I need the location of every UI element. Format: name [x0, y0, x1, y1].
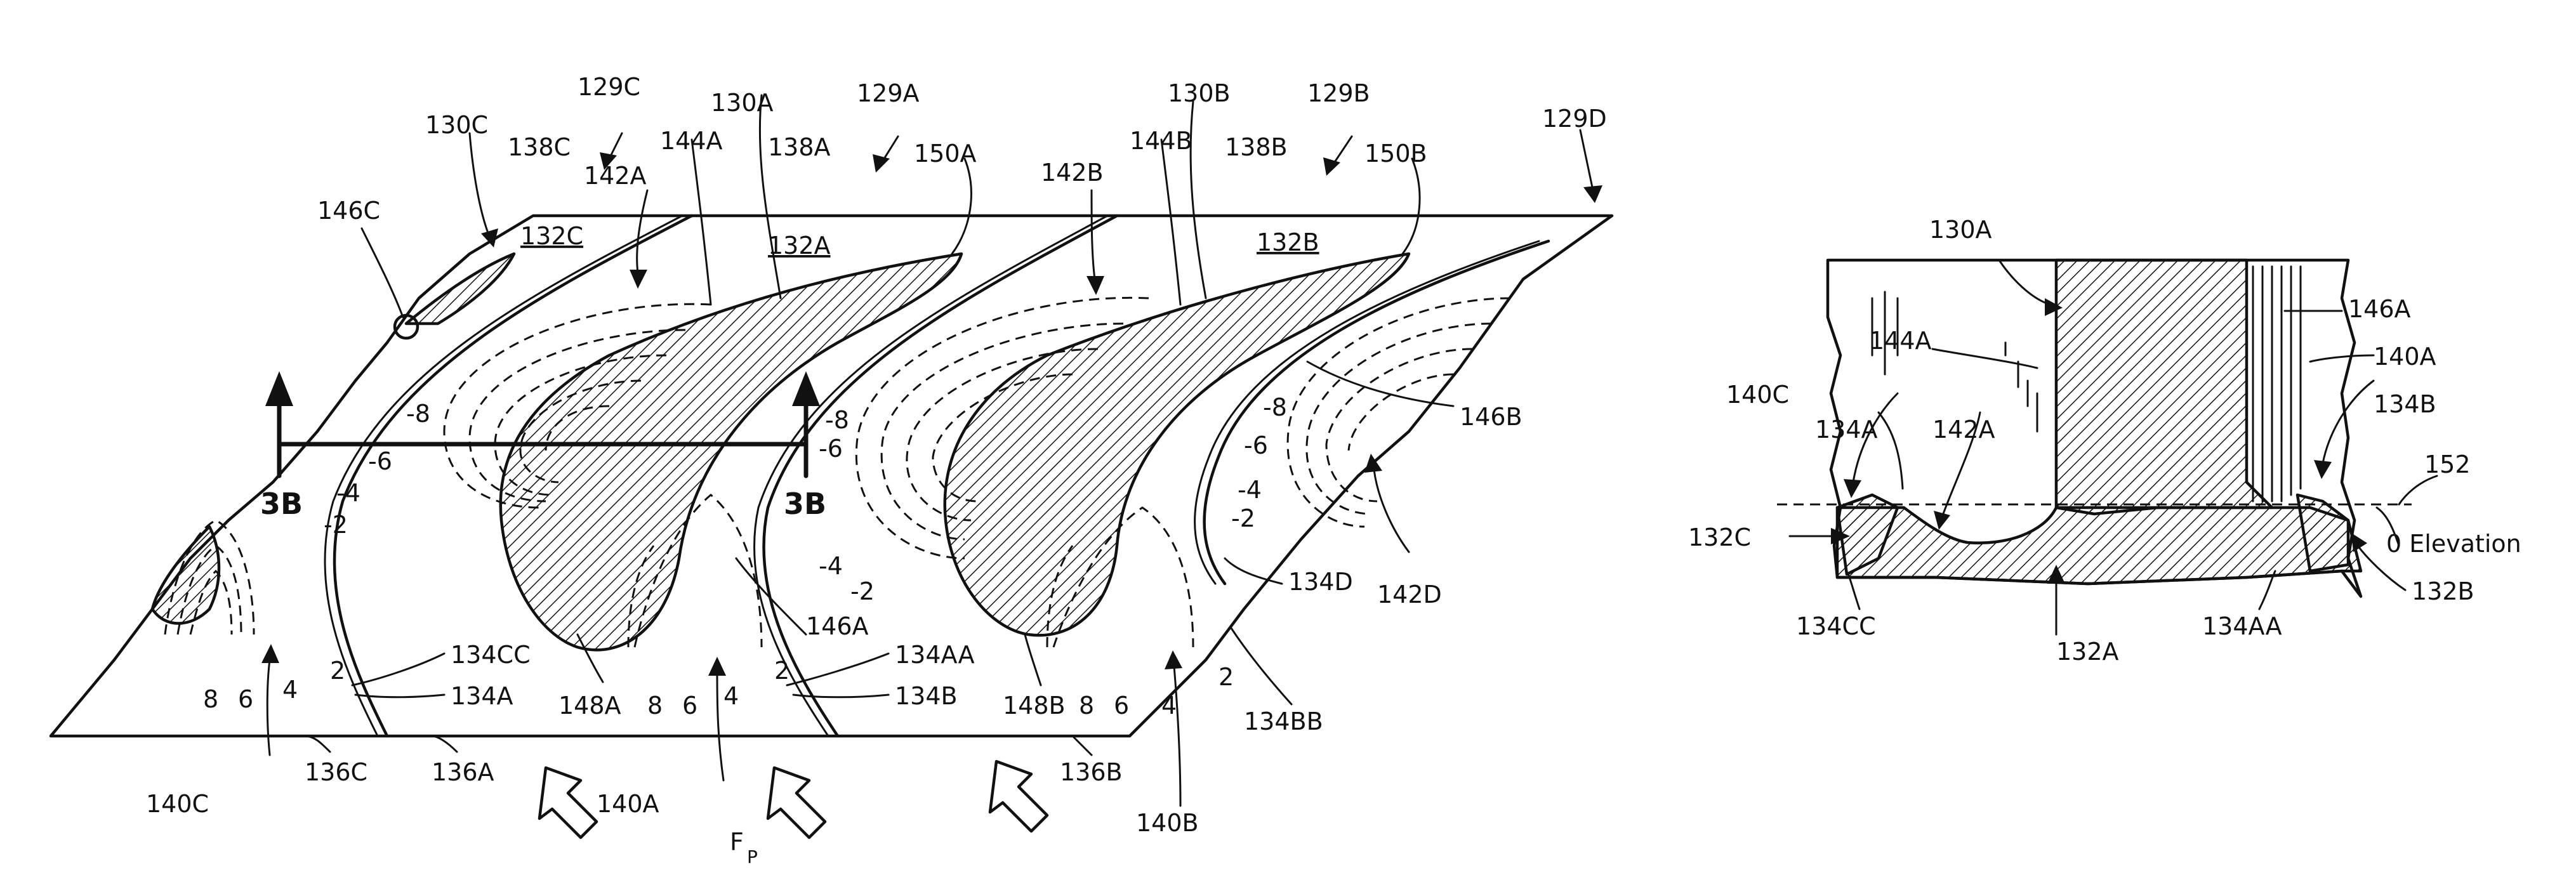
- label-134BB: 134BB: [1244, 707, 1323, 735]
- contour-value-label: 8: [203, 685, 218, 713]
- contour-value-label: 4: [1161, 692, 1177, 720]
- force-label: F: [730, 828, 744, 856]
- label-146A: 146A: [806, 612, 869, 640]
- blade-130A: [501, 254, 961, 650]
- blade-140C-patch: [152, 527, 219, 624]
- contour-value-label: 6: [1114, 692, 1129, 720]
- force-subscript: P: [747, 846, 758, 867]
- flow-arrow-1: [539, 768, 597, 838]
- contour-value-label: 6: [238, 685, 253, 713]
- label-136A: 136A: [432, 758, 494, 786]
- section-grain-146A: [2253, 266, 2301, 501]
- label-132C: 132C: [520, 222, 583, 250]
- label-138B: 138B: [1225, 133, 1288, 161]
- label-129C: 129C: [578, 73, 640, 101]
- contour-value-label: 2: [330, 657, 345, 685]
- label-134CC: 134CC: [451, 641, 531, 669]
- label-142B: 142B: [1041, 159, 1104, 187]
- contour-value-label: 6: [682, 692, 697, 720]
- section-label-146A: 146A: [2348, 295, 2411, 323]
- label-140A: 140A: [597, 790, 659, 818]
- label-144B: 144B: [1130, 127, 1192, 155]
- section-label-134B: 134B: [2374, 390, 2436, 418]
- section-label-right: 3B: [784, 487, 826, 521]
- label-134AA: 134AA: [895, 641, 975, 669]
- label-134D: 134D: [1288, 568, 1353, 596]
- section-label-left: 3B: [260, 487, 303, 521]
- contour-value-label: -8: [1263, 393, 1287, 421]
- contour-value-label: -2: [324, 511, 348, 539]
- section-label-152: 152: [2424, 450, 2471, 478]
- section-label-130A: 130A: [1929, 216, 1992, 244]
- label-134B: 134B: [895, 682, 958, 710]
- label-146C: 146C: [317, 197, 380, 225]
- label-134A: 134A: [451, 682, 513, 710]
- label-140C: 140C: [146, 790, 209, 818]
- label-144A: 144A: [660, 127, 723, 155]
- section-label-132B: 132B: [2412, 577, 2474, 605]
- flow-arrow-2: [768, 768, 825, 838]
- label-148B: 148B: [1003, 692, 1066, 720]
- contour-value-label: -4: [336, 479, 360, 507]
- contour-value-label: 2: [1219, 663, 1234, 691]
- contour-value-label: -8: [406, 400, 430, 428]
- label-150A: 150A: [914, 140, 977, 168]
- contour-value-label: -2: [1231, 504, 1255, 532]
- label-129A: 129A: [857, 79, 920, 107]
- section-label-0-elevation: 0 Elevation: [2386, 530, 2521, 558]
- contour-value-label: -2: [850, 577, 875, 605]
- label-150B: 150B: [1364, 140, 1427, 168]
- section-label-140A: 140A: [2374, 343, 2436, 371]
- section-blade-130A: [2056, 260, 2272, 514]
- section-label-142A: 142A: [1932, 416, 1995, 444]
- contour-value-label: 2: [774, 657, 789, 685]
- contour-value-label: 8: [647, 692, 663, 720]
- section-label-144A: 144A: [1869, 327, 1932, 355]
- section-label-132A: 132A: [2056, 638, 2119, 666]
- label-140B: 140B: [1136, 809, 1199, 837]
- contour-value-label: -8: [825, 406, 849, 434]
- section-view: 130A 146A 144A 140A 140C 134A 134B 142A …: [1688, 216, 2521, 666]
- label-142A: 142A: [584, 162, 647, 190]
- perspective-view: 3B 3B F P: [51, 73, 1612, 867]
- contour-value-label: -6: [1244, 431, 1268, 459]
- label-138C: 138C: [508, 133, 571, 161]
- section-label-134AA: 134AA: [2202, 612, 2282, 640]
- contour-value-label: 4: [282, 676, 298, 704]
- section-grain-left: [1872, 292, 2037, 431]
- label-136B: 136B: [1060, 758, 1123, 786]
- contour-value-label: 4: [723, 682, 739, 710]
- section-label-134A: 134A: [1815, 416, 1878, 444]
- contour-value-label: -4: [1238, 476, 1262, 504]
- contour-value-label: -4: [819, 552, 843, 580]
- section-label-132C: 132C: [1688, 523, 1751, 551]
- label-146B: 146B: [1460, 403, 1522, 431]
- label-130C: 130C: [425, 111, 488, 139]
- label-136C: 136C: [305, 758, 367, 786]
- label-138A: 138A: [768, 133, 831, 161]
- label-130A: 130A: [711, 89, 774, 117]
- flow-arrow-3: [990, 761, 1047, 831]
- label-148A: 148A: [558, 692, 621, 720]
- contour-value-label: -6: [368, 447, 392, 475]
- section-floor-132A: [1837, 508, 2361, 584]
- label-129D: 129D: [1542, 105, 1607, 133]
- label-142D: 142D: [1377, 581, 1442, 608]
- label-132A: 132A: [768, 232, 831, 260]
- section-label-134CC: 134CC: [1796, 612, 1876, 640]
- section-label-140C: 140C: [1726, 381, 1789, 409]
- contour-value-label: -6: [819, 435, 843, 463]
- blade-130C: [406, 254, 514, 324]
- label-132B: 132B: [1257, 228, 1319, 256]
- label-129B: 129B: [1307, 79, 1370, 107]
- label-130B: 130B: [1168, 79, 1231, 107]
- contour-value-label: 8: [1079, 692, 1094, 720]
